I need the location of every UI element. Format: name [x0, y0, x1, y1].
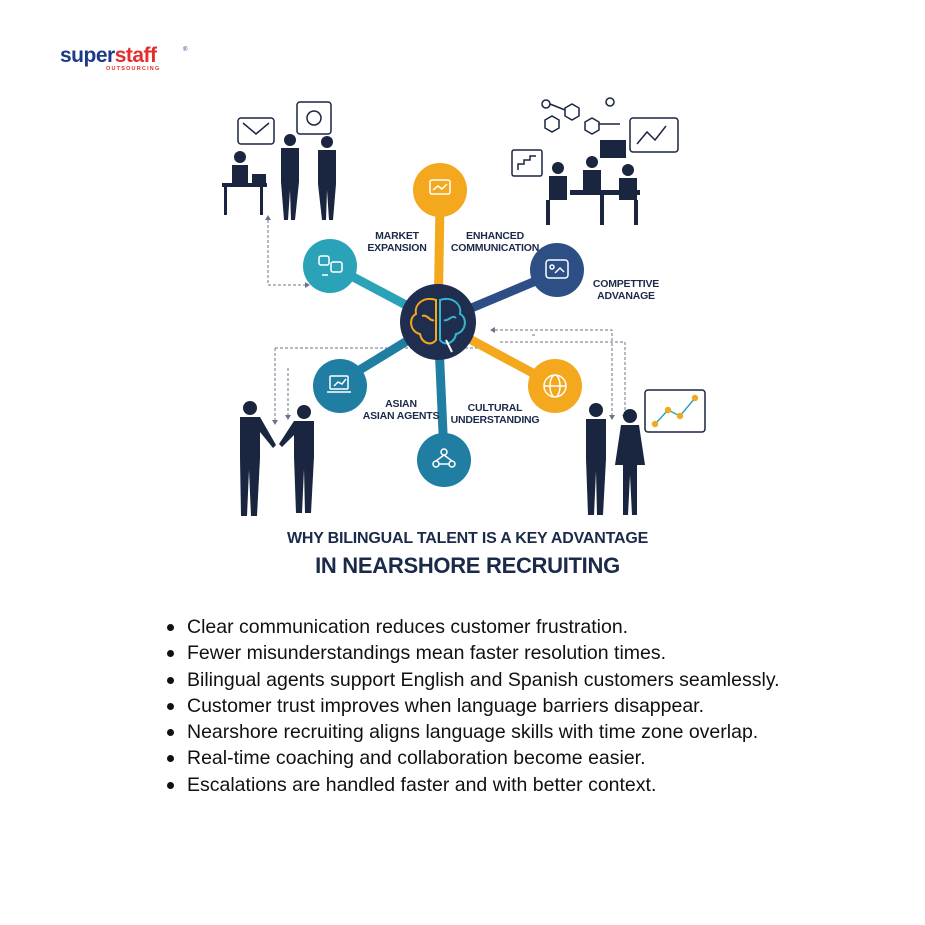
list-item-text: Nearshore recruiting aligns language ski… — [187, 721, 759, 744]
brain-icon — [410, 298, 466, 353]
bar-chart-bubble-icon — [511, 149, 543, 177]
infographic-title-line1: WHY BILINGUAL TALENT IS A KEY ADVANTAGE — [286, 530, 649, 547]
list-item: Bilingual agents support English and Spa… — [164, 667, 804, 693]
logo-tagline: OUTSOURCING — [106, 66, 161, 72]
logo-wordmark: superstaff — [60, 44, 157, 68]
handshake-people-bottom-left — [240, 401, 314, 516]
globe-icon — [543, 374, 567, 398]
dashed-connectors — [267, 220, 626, 420]
list-item-text: Customer trust improves when language ba… — [187, 694, 705, 717]
team-network-icon — [432, 448, 456, 468]
meeting-top-right — [546, 140, 640, 225]
label-asian-agents: ASIAN ASIAN AGENTS — [362, 398, 440, 422]
list-item: Customer trust improves when language ba… — [164, 693, 804, 719]
list-item-text: Bilingual agents support English and Spa… — [187, 668, 780, 691]
label-enhanced-communication: ENHANCED COMMUNICATION — [450, 230, 540, 254]
infographic: MARKET EXPANSION ENHANCED COMMUNICATION … — [200, 90, 735, 600]
list-item: Nearshore recruiting aligns language ski… — [164, 719, 804, 745]
node-circles — [303, 163, 584, 487]
bullet-dot — [167, 781, 174, 789]
bullet-dot — [167, 676, 174, 684]
list-item-text: Clear communication reduces customer fru… — [187, 616, 629, 638]
infographic-title-line2: IN NEARSHORE RECRUITING — [315, 553, 620, 578]
growth-chart-bubble-icon — [644, 389, 706, 433]
infographic-graphic — [222, 97, 706, 516]
logo-word-staff: staff — [114, 44, 157, 67]
bullet-dot — [167, 650, 174, 658]
speech-bubbles-top-left — [237, 101, 332, 145]
label-competitive-advantage: COMPETTIVE ADVANAGE — [592, 278, 660, 302]
node-team-network — [417, 433, 471, 487]
bullet-dot — [167, 702, 174, 710]
laptop-chart-icon — [327, 375, 351, 393]
line-chart-bubble-icon — [629, 117, 679, 153]
bullet-dot — [167, 755, 174, 763]
bullet-dot — [167, 729, 174, 737]
list-item: Fewer misunderstandings mean faster reso… — [164, 640, 804, 666]
list-item-text: Escalations are handled faster and with … — [187, 773, 657, 796]
benefits-list: Clear communication reduces customer fru… — [164, 614, 804, 798]
list-item: Escalations are handled faster and with … — [164, 772, 804, 798]
strategy-board-icon — [545, 259, 569, 279]
label-cultural-understanding: CULTURAL UNDERSTANDING — [450, 402, 540, 426]
logo-word-super: super — [60, 44, 115, 67]
node-asian-agents — [313, 359, 367, 413]
list-item: Real-time coaching and collaboration bec… — [164, 745, 804, 771]
list-item: Clear communication reduces customer fru… — [164, 614, 804, 640]
brain-hub — [400, 284, 476, 360]
superstaff-logo: superstaff ® OUTSOURCING — [60, 44, 190, 78]
bullet-dot — [167, 624, 174, 631]
language-bubbles-icon — [318, 255, 343, 276]
label-market-expansion: MARKET EXPANSION — [367, 230, 427, 254]
network-diagram-icon — [511, 97, 679, 177]
node-market-expansion — [303, 239, 357, 293]
presenters-bottom-right — [586, 403, 645, 515]
business-people-top-left — [222, 134, 336, 220]
registered-mark: ® — [183, 47, 188, 53]
list-item-text: Real-time coaching and collaboration bec… — [187, 747, 646, 770]
node-enhanced-communication — [413, 163, 467, 217]
node-icons — [318, 179, 569, 468]
handshake-icon — [429, 179, 451, 195]
list-item-text: Fewer misunderstandings mean faster reso… — [187, 642, 667, 665]
